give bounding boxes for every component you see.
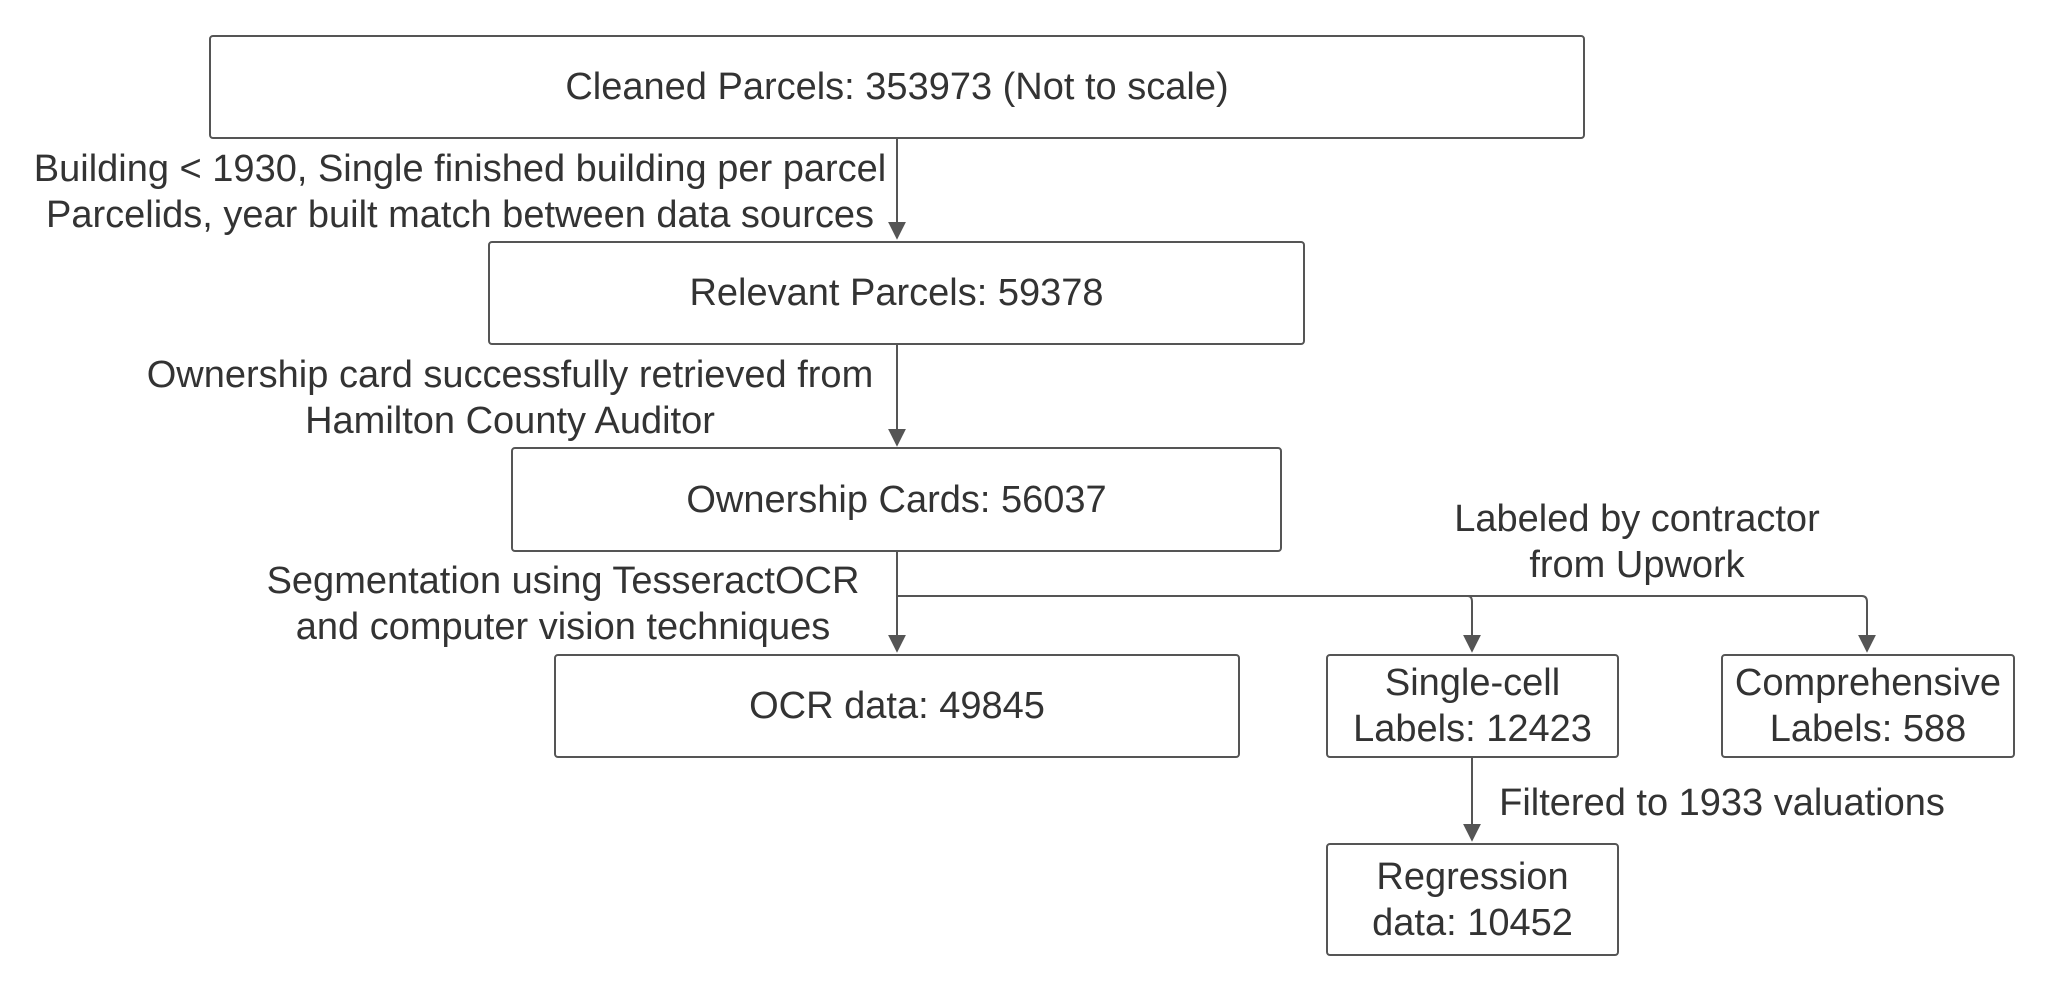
node-relevant-parcels: Relevant Parcels: 59378 <box>488 241 1305 345</box>
edge-label-labeling: Labeled by contractor from Upwork <box>1337 496 1937 588</box>
node-regression-data-line2: data: 10452 <box>1372 901 1573 944</box>
edge-label-valuation-filter-line1: Filtered to 1933 valuations <box>1499 782 1945 824</box>
node-regression-data: Regression data: 10452 <box>1326 843 1619 956</box>
edge-label-labeling-line2: from Upwork <box>1529 544 1745 586</box>
node-ownership-cards-text: Ownership Cards: 56037 <box>686 478 1107 521</box>
edge-label-card-retrieval-line1: Ownership card successfully retrieved fr… <box>146 354 874 396</box>
node-single-cell-labels-line2: Labels: 12423 <box>1353 708 1592 750</box>
node-comprehensive-labels-line2: Labels: 588 <box>1769 708 1967 750</box>
node-ownership-cards: Ownership Cards: 56037 <box>511 447 1282 552</box>
edge-label-labeling-line1: Labeled by contractor <box>1454 498 1820 540</box>
node-comprehensive-labels-line1: Comprehensive <box>1734 662 2002 704</box>
edge-label-card-retrieval-line2: Hamilton County Auditor <box>305 400 715 442</box>
node-ocr-data: OCR data: 49845 <box>554 654 1240 758</box>
node-single-cell-labels: Single-cell Labels: 12423 <box>1326 654 1619 758</box>
edge-label-segmentation-line1: Segmentation using TesseractOCR <box>266 560 860 602</box>
node-cleaned-parcels-text: Cleaned Parcels: 353973 (Not to scale) <box>565 66 1229 108</box>
edge-label-card-retrieval: Ownership card successfully retrieved fr… <box>110 352 910 444</box>
edge-label-segmentation-line2: and computer vision techniques <box>295 606 831 648</box>
edge-label-building-filter: Building < 1930, Single finished buildin… <box>10 146 910 238</box>
node-regression-data-line1: Regression <box>1376 855 1569 898</box>
node-ocr-data-text: OCR data: 49845 <box>749 685 1045 727</box>
edge-to-comprehensive <box>1858 595 1876 653</box>
node-relevant-parcels-text: Relevant Parcels: 59378 <box>689 272 1104 314</box>
edge-label-segmentation: Segmentation using TesseractOCR and comp… <box>213 558 913 650</box>
node-cleaned-parcels: Cleaned Parcels: 353973 (Not to scale) <box>209 35 1585 139</box>
node-single-cell-labels-line1: Single-cell <box>1384 662 1561 704</box>
edge-to-single-cell <box>1463 595 1481 653</box>
edge-label-building-filter-line1: Building < 1930, Single finished buildin… <box>33 148 887 190</box>
edge-label-valuation-filter: Filtered to 1933 valuations <box>1472 780 1972 826</box>
node-comprehensive-labels: Comprehensive Labels: 588 <box>1721 654 2015 758</box>
edge-label-building-filter-line2: Parcelids, year built match between data… <box>46 194 874 236</box>
